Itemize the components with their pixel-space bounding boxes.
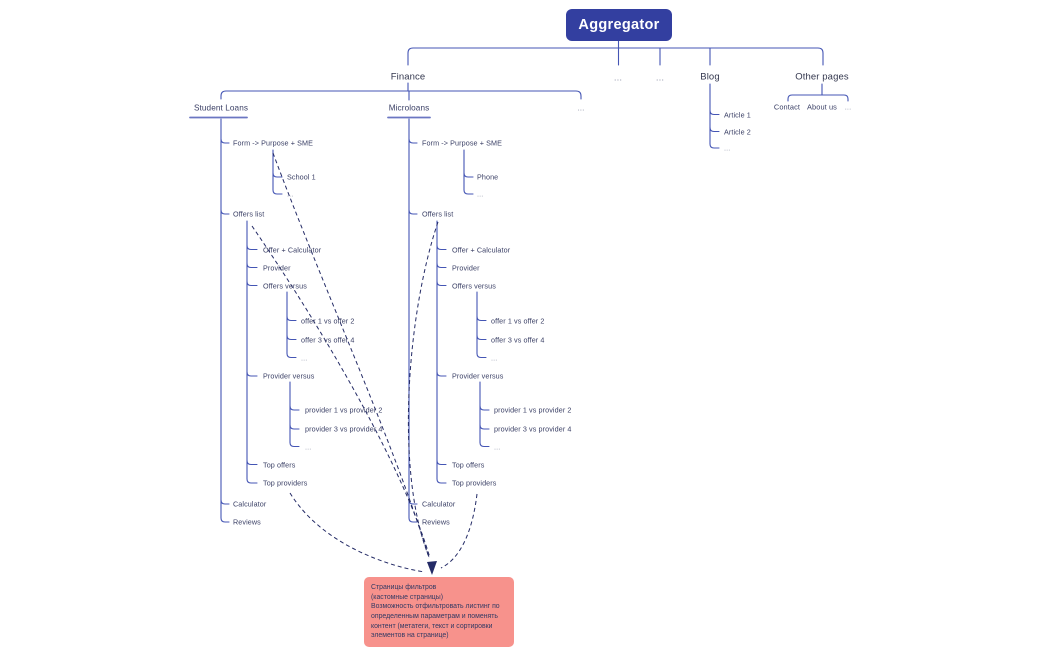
node-sl-top-providers: Top providers (263, 478, 308, 488)
node-article-1: Article 1 (724, 110, 751, 119)
node-sl-reviews: Reviews (233, 517, 261, 527)
node-ml-form: Form -> Purpose + SME (422, 138, 502, 148)
node-ml-p1v2: provider 1 vs provider 2 (494, 405, 572, 415)
node-finance-more: ... (577, 103, 585, 113)
node-article-2: Article 2 (724, 127, 751, 136)
node-student-loans: Student Loans (193, 103, 249, 113)
node-ml-provider-versus: Provider versus (452, 371, 504, 381)
node-ml-o1v2: offer 1 vs offer 2 (491, 316, 545, 325)
node-other-more: ... (844, 102, 852, 112)
node-sl-ov-more: ... (301, 353, 308, 362)
node-sl-offers-versus: Offers versus (263, 281, 307, 290)
node-about-us: About us (807, 102, 837, 112)
node-aggregator: Aggregator (566, 9, 672, 41)
node-sl-form-more: ... (287, 189, 294, 199)
node-ml-offer-calc: Offer + Calculator (452, 245, 511, 254)
node-blog-more: ... (724, 143, 731, 153)
node-other-pages: Other pages (795, 71, 849, 83)
node-ml-top-offers: Top offers (452, 460, 485, 469)
node-ml-calculator: Calculator (422, 499, 456, 509)
node-ml-phone: Phone (477, 172, 499, 182)
node-sl-provider: Provider (263, 263, 291, 272)
node-sl-form: Form -> Purpose + SME (233, 138, 313, 148)
node-ml-top-providers: Top providers (452, 478, 497, 488)
node-finance: Finance (390, 71, 426, 83)
node-ml-form-more: ... (477, 189, 484, 199)
filter-pages-note: Страницы фильтров (кастомные страницы) В… (364, 577, 514, 647)
node-sl-school: School 1 (287, 172, 316, 182)
node-blog: Blog (700, 71, 720, 83)
node-ml-ov-more: ... (491, 353, 498, 362)
node-sl-o3v4: offer 3 vs offer 4 (301, 335, 355, 344)
node-sl-top-offers: Top offers (263, 460, 296, 469)
node-ml-o3v4: offer 3 vs offer 4 (491, 335, 545, 344)
node-ml-reviews: Reviews (422, 517, 450, 527)
node-sl-pv-more: ... (305, 442, 312, 451)
node-sl-provider-versus: Provider versus (263, 371, 315, 381)
node-sl-o1v2: offer 1 vs offer 2 (301, 316, 355, 325)
node-sl-p1v2: provider 1 vs provider 2 (305, 405, 383, 415)
node-sl-offers: Offers list (233, 209, 265, 219)
node-contact: Contact (773, 102, 801, 112)
node-sl-p3v4: provider 3 vs provider 4 (305, 424, 383, 434)
arrowhead-icon (427, 561, 437, 575)
node-sl-calculator: Calculator (233, 499, 267, 509)
node-sl-offer-calc: Offer + Calculator (263, 245, 322, 254)
node-ml-provider: Provider (452, 263, 480, 272)
node-ml-offers-versus: Offers versus (452, 281, 496, 290)
node-dots-1: ... (613, 72, 623, 84)
node-ml-offers: Offers list (422, 209, 454, 219)
node-ml-p3v4: provider 3 vs provider 4 (494, 424, 572, 434)
node-dots-2: ... (655, 72, 665, 84)
node-microloans: Microloans (388, 103, 430, 113)
node-ml-pv-more: ... (494, 442, 501, 451)
